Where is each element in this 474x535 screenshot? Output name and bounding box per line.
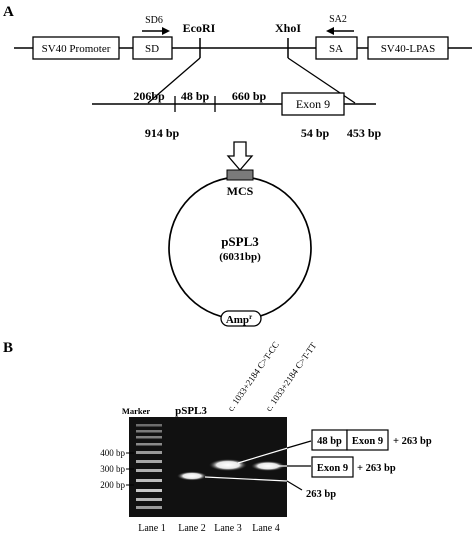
panel-b-label: B [3,340,13,356]
lane-4-label: Lane 4 [252,523,280,534]
label-914bp: 914 bp [145,126,180,140]
vector-construct: SV40 Promoter SD SD6 EcoRI XhoI SA2 SA S… [14,14,472,104]
lane-2-label: Lane 2 [178,523,206,534]
product-mid-exon9-label: Exon 9 [317,463,348,474]
ladder-300bp-label: 300 bp [100,464,125,474]
sv40-promoter-label: SV40 Promoter [42,43,111,55]
sd-box [132,36,173,60]
pointer-bottom-gel [204,476,288,482]
plasmid-size: (6031bp) [219,251,261,263]
sd6-primer-label: SD6 [145,15,163,26]
panel-a-label: A [3,4,14,20]
sv40-lpas-box [367,36,449,60]
product-mid-suffix: + 263 bp [357,463,396,474]
sa2-primer-label: SA2 [329,14,347,25]
label-54bp: 54 bp [301,126,330,140]
mcs-label: MCS [227,184,254,198]
band-lane3 [209,459,247,471]
amp-label: Ampr [226,313,252,326]
lane-3-label: Lane 3 [214,523,242,534]
mcs-box [226,169,254,181]
label-453bp: 453 bp [347,126,382,140]
product-48bp-label: 48 bp [317,436,342,447]
pointer-top [286,440,312,449]
product-top-suffix: + 263 bp [393,436,432,447]
xhoi-label: XhoI [275,21,301,35]
sd6-arrow-icon [142,27,170,35]
ladder-200bp-label: 200 bp [100,480,125,490]
exon9-label: Exon 9 [296,97,330,111]
label-660bp: 660 bp [232,89,267,103]
amp-resistance-box [220,310,262,327]
sa-label: SA [329,43,343,55]
lane-1-label: Lane 1 [138,523,166,534]
product-top-exon9-box [346,429,389,451]
plasmid-name: pSPL3 [221,234,259,249]
sd-label: SD [145,43,159,55]
exon9-box [281,92,345,116]
insert-map: 206bp 48 bp 660 bp Exon 9 914 bp 54 bp 4… [92,89,381,140]
label-48bp: 48 bp [181,89,210,103]
label-206bp: 206bp [133,89,165,103]
band-lane4 [251,461,285,471]
sa2-arrow-icon [326,27,354,35]
marker-ladder [136,424,162,509]
pspl3-plasmid: MCS pSPL3 (6031bp) Ampr [168,169,312,327]
product-263bp-label: 263 bp [306,489,336,500]
pointer-bottom [286,480,303,491]
ladder-400bp-label: 400 bp [100,448,125,458]
gel-panel: Marker pSPL3 c. 1033+2184 C>T-CC c. 1033… [100,340,432,534]
product-top-exon9-label: Exon 9 [352,436,383,447]
ecori-label: EcoRI [183,21,216,35]
sv40-lpas-label: SV40-LPAS [381,43,436,55]
cloning-arrow-icon [226,141,254,171]
sv40-promoter-box [32,36,120,60]
insert-expand-line-left [147,57,201,104]
band-lane2-263bp [177,471,207,481]
pspl3-lane-label: pSPL3 [175,405,207,417]
sa-box [315,36,358,60]
marker-label: Marker [122,406,151,416]
product-mid-exon9-box [311,456,354,478]
